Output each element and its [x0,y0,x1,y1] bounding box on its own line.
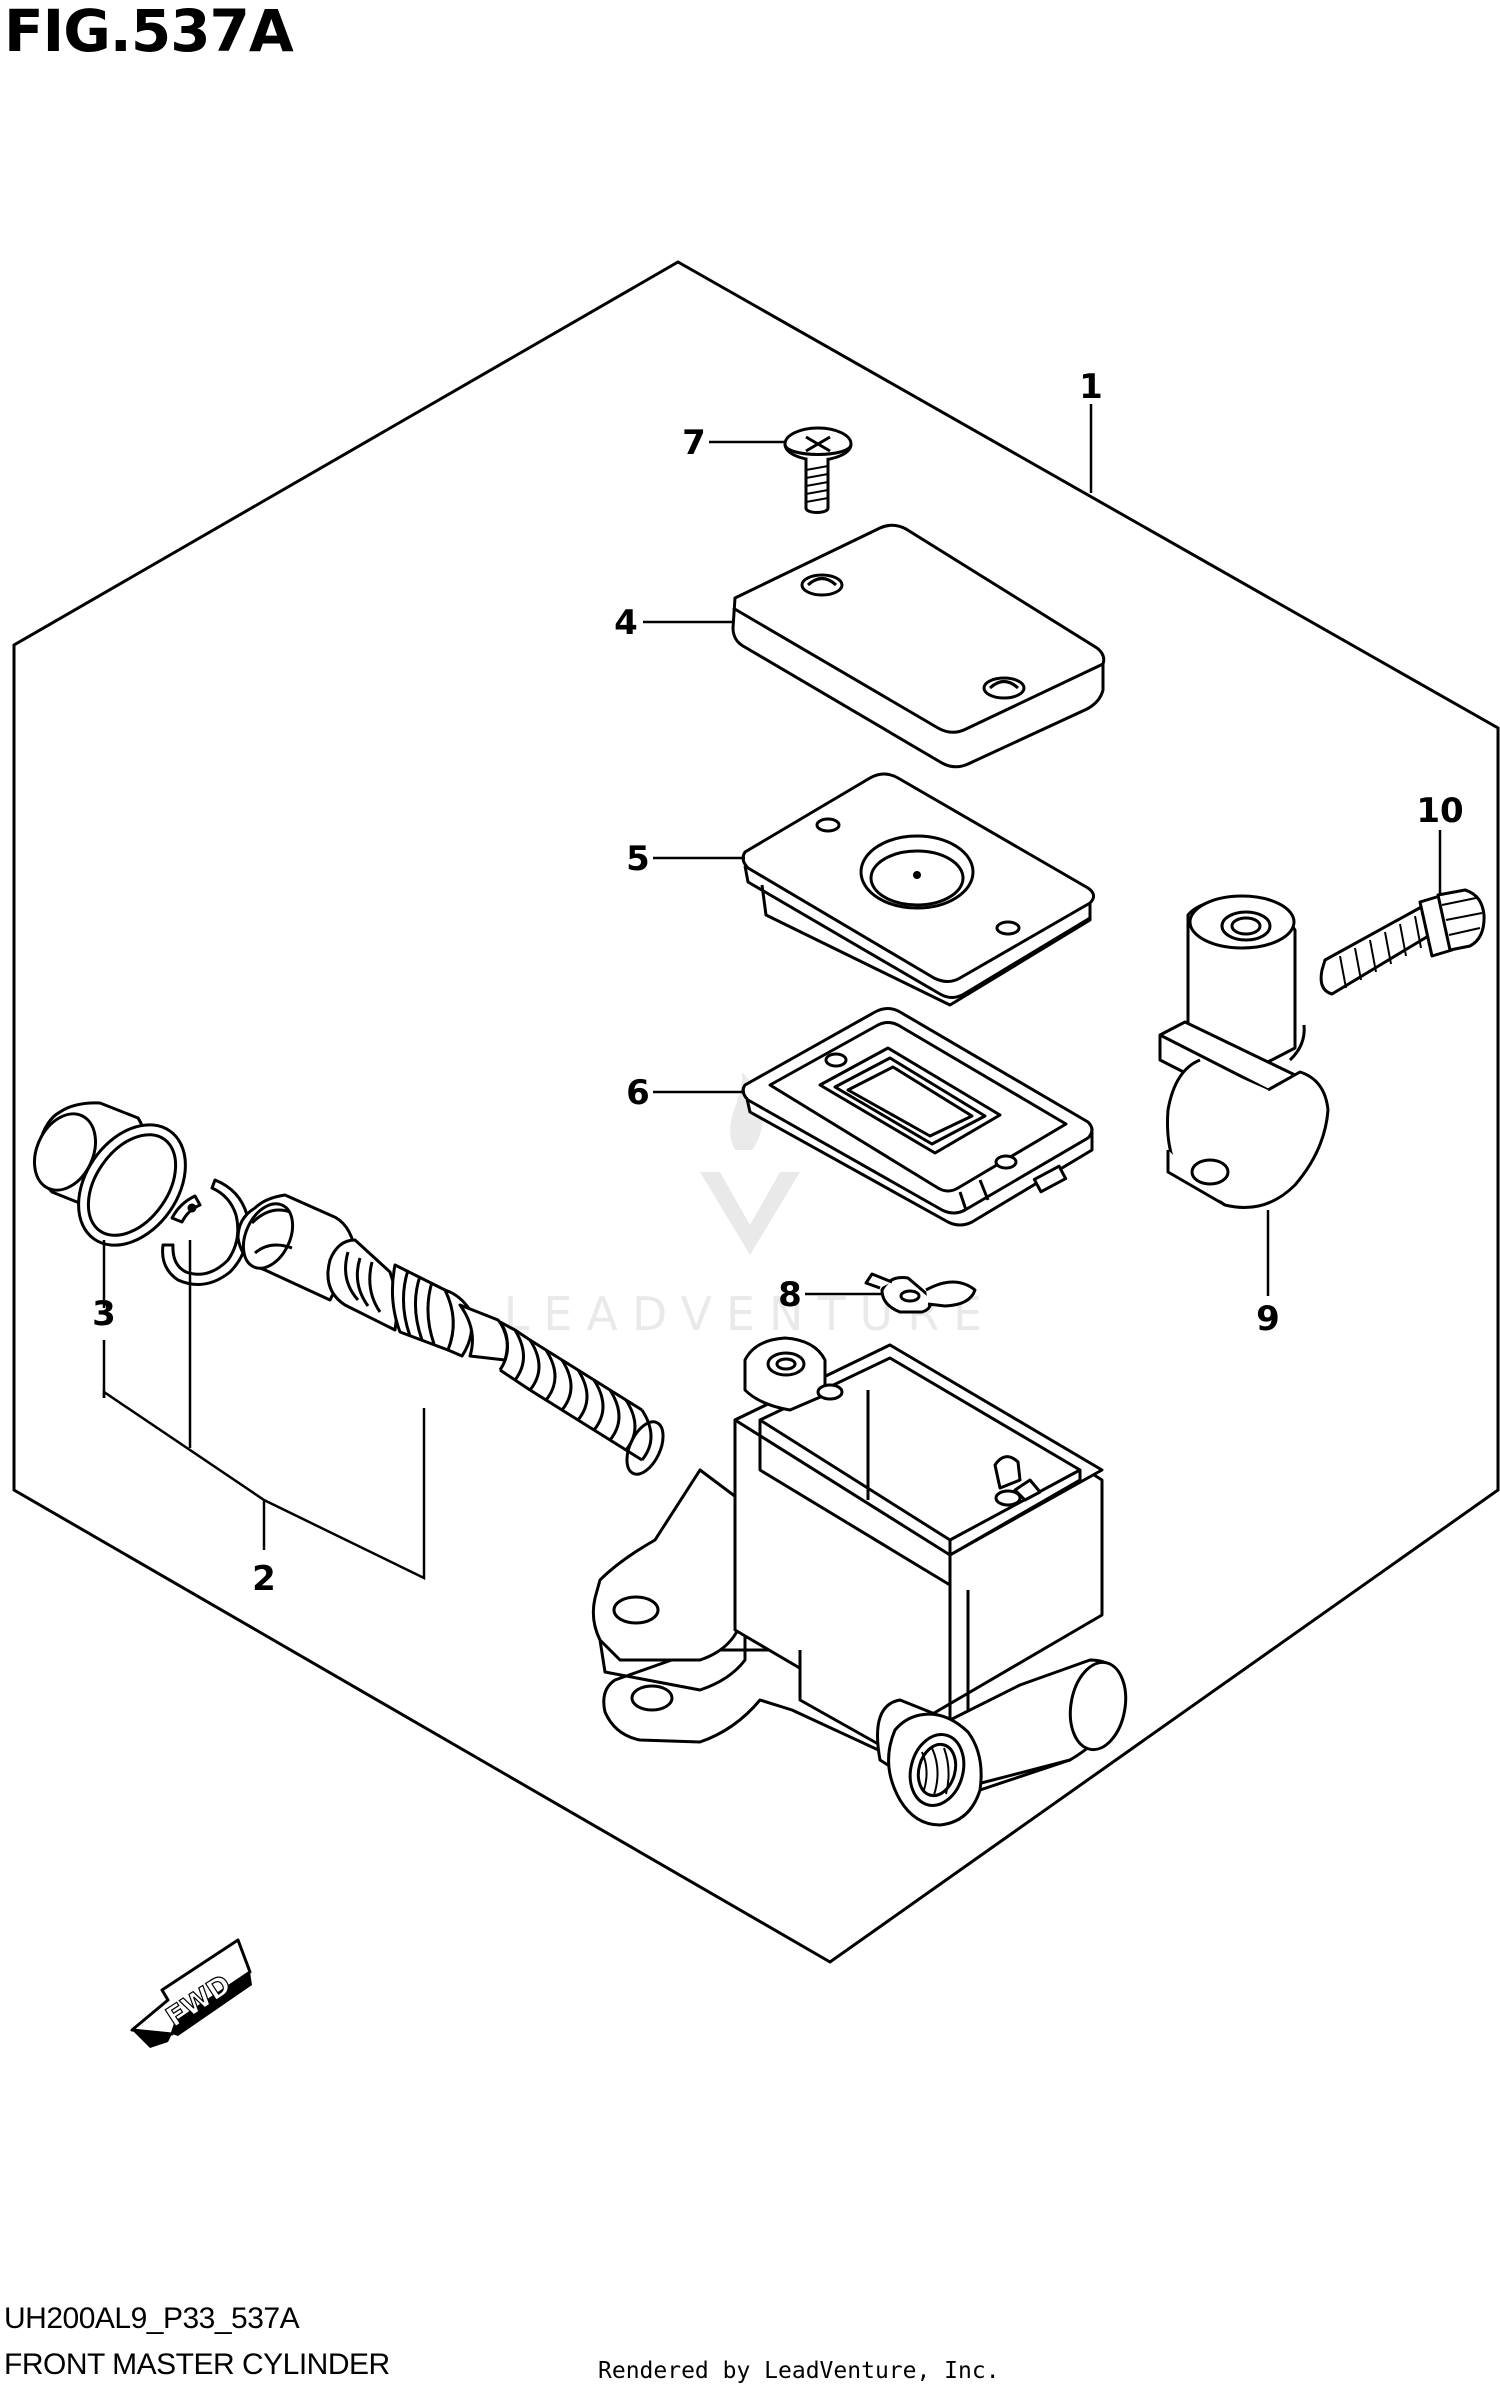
fwd-direction-arrow: FWD [130,1938,252,2048]
figure-caption: FRONT MASTER CYLINDER [4,2348,390,2381]
callout-5: 5 [626,839,650,879]
reservoir-cap-part-4 [731,523,1106,769]
callout-10: 10 [1416,791,1463,831]
figure-title: FIG.537A [4,0,294,65]
bracket-2 [102,1389,426,1580]
assembly-boundary [12,260,1500,1964]
callout-8: 8 [778,1275,802,1315]
rendered-by-credit: Rendered by LeadVenture, Inc. [598,2358,1000,2384]
watermark-logo: LEADVENTURE [504,1072,982,1341]
figure-code: UH200AL9_P33_537A [4,2302,300,2335]
piston-part-2 [236,1193,509,1362]
callout-labels: 1 2 3 4 5 6 7 8 9 10 [92,367,1464,1599]
diaphragm-part-6 [741,1007,1094,1227]
spring [498,1320,665,1476]
leader-lines [102,404,1442,1580]
boot-part-3 [33,1101,187,1247]
screw-part-7 [783,426,853,514]
callout-7: 7 [682,423,706,463]
callout-4: 4 [614,603,638,643]
callout-9: 9 [1256,1299,1280,1339]
callout-1: 1 [1079,367,1103,407]
float-part-8 [864,1272,977,1314]
master-cylinder-body [591,1336,1128,1827]
callout-3: 3 [92,1294,116,1334]
holder-part-9 [1158,894,1330,1209]
diaphragm-plate-part-5 [741,772,1095,1007]
callout-2: 2 [252,1559,276,1599]
callout-6: 6 [626,1073,650,1113]
bolt-part-10 [1319,888,1486,996]
